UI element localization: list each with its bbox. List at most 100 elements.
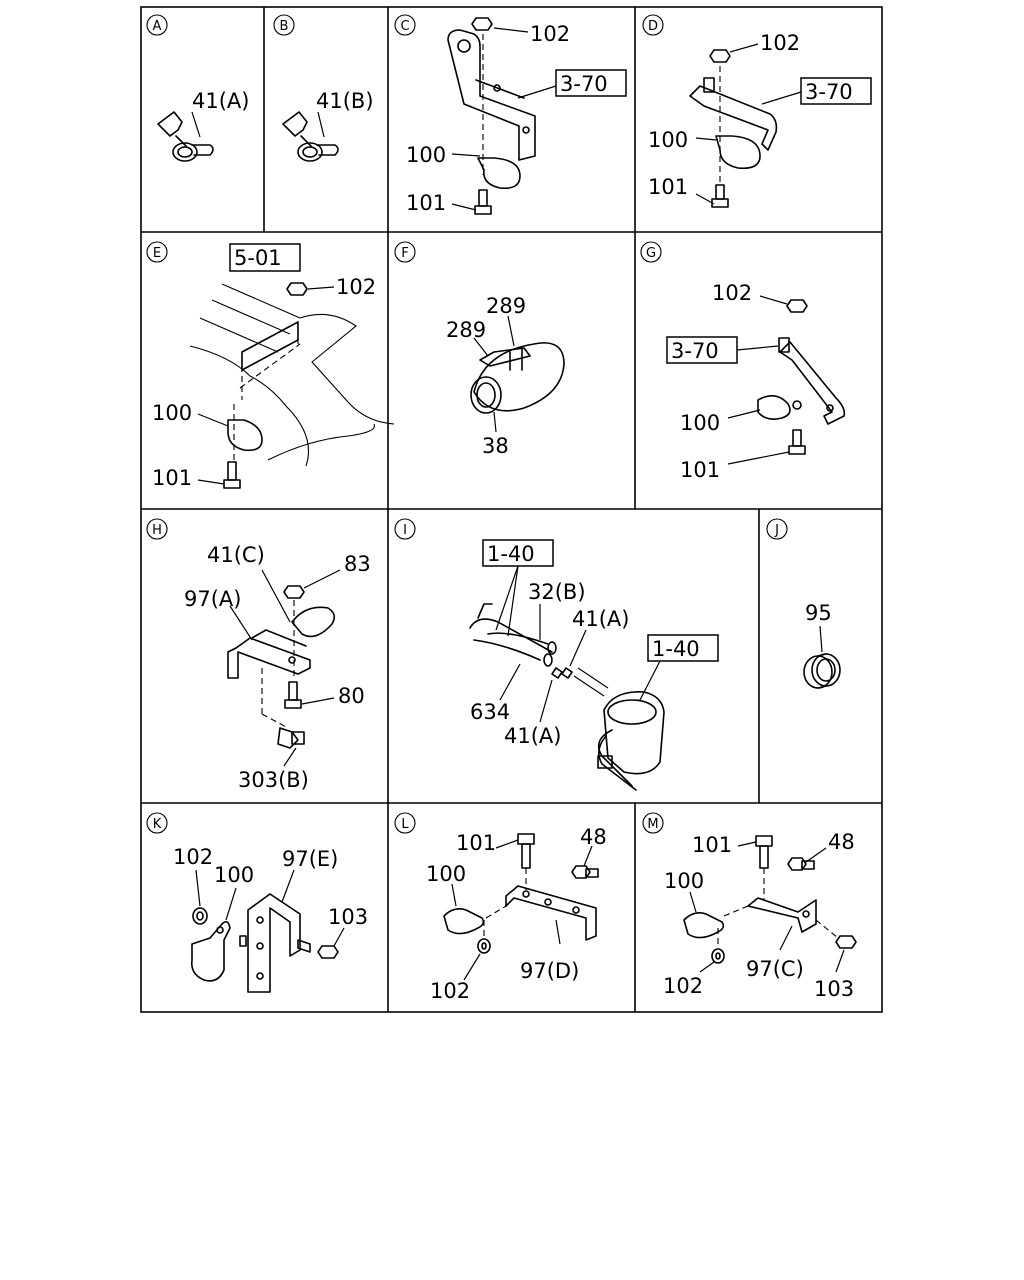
panel-a: 41(A) xyxy=(157,89,249,162)
panel-letter-h: H xyxy=(146,518,168,540)
label-101: 101 xyxy=(692,833,732,857)
svg-text:C: C xyxy=(400,19,409,34)
panel-letter-m: M xyxy=(642,812,664,834)
label-102: 102 xyxy=(336,275,376,299)
pipes-drawing xyxy=(469,603,609,697)
nut-102 xyxy=(711,948,725,964)
ref-box-1-40: 1-40 xyxy=(487,542,535,566)
nut-102 xyxy=(286,282,308,296)
label-41c: 41(C) xyxy=(207,543,265,567)
filter-drawing xyxy=(597,691,665,791)
bolt-303b xyxy=(277,727,305,749)
label-289: 289 xyxy=(446,318,486,342)
label-100: 100 xyxy=(664,869,704,893)
bolt-80 xyxy=(284,681,302,709)
frame-drawing xyxy=(189,283,395,467)
label-97c: 97(C) xyxy=(746,957,804,981)
label-97a: 97(A) xyxy=(184,587,241,611)
panel-letter-j: J xyxy=(766,518,788,540)
label-83: 83 xyxy=(344,552,371,576)
nut-83 xyxy=(283,585,305,599)
label-100: 100 xyxy=(648,128,688,152)
label-634: 634 xyxy=(470,700,510,724)
bracket-97e-drawing xyxy=(239,893,311,993)
label-41a: 41(A) xyxy=(504,724,561,748)
clamp-100 xyxy=(683,912,725,939)
ref-box-1-40: 1-40 xyxy=(652,637,700,661)
panel-f: 289 289 38 xyxy=(446,294,565,458)
panel-letter-e: E xyxy=(146,241,168,263)
svg-text:H: H xyxy=(152,523,162,538)
clamp-100 xyxy=(477,157,521,190)
svg-text:F: F xyxy=(401,246,408,261)
panel-m: 101 48 100 102 97(C) 103 xyxy=(663,830,857,1001)
clamp-100 xyxy=(227,419,263,452)
label-102: 102 xyxy=(760,31,800,55)
bracket-97d-drawing xyxy=(505,885,597,941)
panel-letter-a: A xyxy=(146,14,168,36)
bolt-101 xyxy=(474,189,492,215)
label-100: 100 xyxy=(152,401,192,425)
bolt-101 xyxy=(711,184,729,208)
panel-h: 41(C) 83 97(A) 80 303(B) xyxy=(184,543,371,792)
panel-j: 95 xyxy=(803,601,841,689)
bolt-101 xyxy=(517,833,535,869)
nut-102 xyxy=(471,17,493,31)
ref-box-3-70: 3-70 xyxy=(671,339,719,363)
panel-letter-b: B xyxy=(273,14,295,36)
label-101: 101 xyxy=(680,458,720,482)
panel-b: 41(B) xyxy=(282,89,374,162)
nut-103 xyxy=(317,945,339,959)
bolt-101 xyxy=(223,461,241,489)
panel-grid xyxy=(140,6,883,1013)
label-41a: 41(A) xyxy=(572,607,629,631)
ref-box-3-70: 3-70 xyxy=(805,80,853,104)
clamp-100 xyxy=(190,920,231,982)
clip-41c xyxy=(291,606,336,638)
bracket-drawing xyxy=(689,77,778,151)
bracket-drawing xyxy=(447,29,536,161)
bolt-101 xyxy=(755,835,773,869)
label-102: 102 xyxy=(663,974,703,998)
svg-text:B: B xyxy=(280,19,289,34)
label-41b: 41(B) xyxy=(316,89,374,113)
label-48: 48 xyxy=(828,830,855,854)
nut-102 xyxy=(786,299,808,313)
nut-102 xyxy=(477,938,491,954)
panel-e: 5-01 102 100 101 xyxy=(152,243,395,490)
label-100: 100 xyxy=(680,411,720,435)
label-100: 100 xyxy=(406,143,446,167)
panel-letter-g: G xyxy=(640,241,662,263)
panel-letter-c: C xyxy=(394,14,416,36)
svg-text:D: D xyxy=(648,19,658,34)
hose-drawing xyxy=(470,342,565,414)
label-102: 102 xyxy=(173,845,213,869)
svg-text:M: M xyxy=(647,817,658,832)
label-102: 102 xyxy=(712,281,752,305)
panel-d: 102 3-70 100 101 xyxy=(648,31,872,208)
label-103: 103 xyxy=(814,977,854,1001)
svg-text:A: A xyxy=(153,19,162,34)
label-303b: 303(B) xyxy=(238,768,309,792)
label-38: 38 xyxy=(482,434,509,458)
label-48: 48 xyxy=(580,825,607,849)
clamp-100 xyxy=(443,908,485,935)
label-32b: 32(B) xyxy=(528,580,586,604)
panel-letter-l: L xyxy=(394,812,416,834)
bracket-97a-drawing xyxy=(227,629,311,729)
label-102: 102 xyxy=(430,979,470,1003)
panel-k: 102 100 97(E) 103 xyxy=(173,845,368,993)
panel-i: 1-40 1-40 32(B) 41(A) 63 xyxy=(469,539,719,791)
grommet-95-drawing xyxy=(803,653,841,689)
panel-l: 101 48 100 97(D) 102 xyxy=(426,825,607,1003)
clamp-100 xyxy=(715,135,761,170)
label-289: 289 xyxy=(486,294,526,318)
label-100: 100 xyxy=(214,863,254,887)
label-102: 102 xyxy=(530,22,570,46)
panel-g: 102 3-70 100 101 xyxy=(666,281,846,482)
panel-letters: A B C D E F G H I J K L M xyxy=(146,14,788,834)
bolt-101 xyxy=(788,429,806,455)
label-101: 101 xyxy=(406,191,446,215)
svg-text:L: L xyxy=(401,817,409,832)
